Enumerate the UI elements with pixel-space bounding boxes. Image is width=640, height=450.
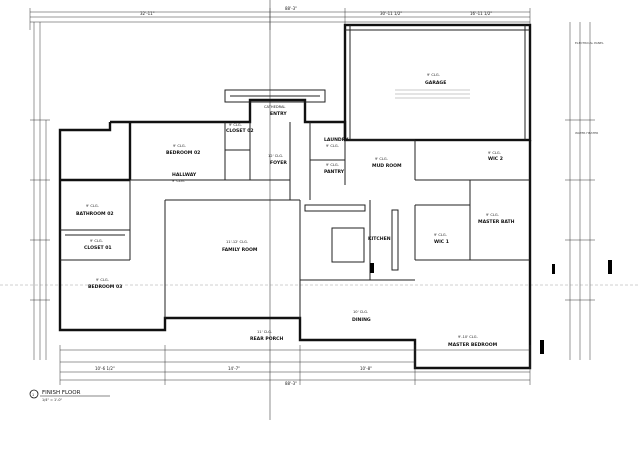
entry-ceiling: CATHEDRAL [264,105,285,109]
side-dimensions [30,22,595,360]
top-overall-dim: 88'-3" [285,6,297,11]
bottom-overall-dim: 88'-3" [285,381,297,386]
rear-porch-ceiling: 11' CLG. [257,330,272,334]
wic1-label: WIC 1 [434,239,449,245]
closet01-label: CLOSET 01 [84,245,112,251]
bedroom02-label: BEDROOM 02 [166,150,200,156]
view-number: 1 [32,393,34,397]
water-heater-note: WATER HEATER [575,131,598,135]
laundry-ceiling: 9' CLG. [326,144,339,148]
closet02-ceiling: 9' CLG. [229,123,242,127]
wic2-label: WIC 2 [488,156,503,162]
closet01-ceiling: 9' CLG. [90,239,103,243]
laundry-label: LAUNDRY [324,137,349,143]
bottom-dimensions: 10'-6 1/2" 14'-7" 10'-8" 88'-3" [59,345,531,386]
bottom-left-dim: 10'-6 1/2" [95,366,115,371]
master-bath-label: MASTER BATH [478,219,515,225]
master-bedroom-ceiling: 9'-10' CLG. [458,335,478,339]
kitchen-label: KITCHEN [368,236,391,242]
bedroom03-label: BEDROOM 03 [88,284,122,290]
garage-ceiling: 9' CLG. [427,73,440,77]
bathroom02-ceiling: 9' CLG. [86,204,99,208]
entry-portico [224,89,326,103]
foyer-label: FOYER [270,160,287,166]
mudroom-ceiling: 9' CLG. [375,157,388,161]
drawing-title-block: 1 FINISH FLOOR 1/4" = 1'-0" [29,389,110,402]
drawing-scale: 1/4" = 1'-0" [42,398,62,402]
bottom-right-dim: 10'-8" [360,366,372,371]
entry-label: ENTRY [270,111,287,117]
family-label: FAMILY ROOM [222,247,258,253]
mudroom-label: MUD ROOM [372,163,402,169]
pantry-ceiling: 9' CLG. [326,163,339,167]
pantry-label: PANTRY [324,169,345,175]
drawing-title: FINISH FLOOR [42,390,81,396]
hallway-ceiling: 9' CLG. [172,179,185,183]
master-bedroom-label: MASTER BEDROOM [448,342,498,348]
garage: 9' CLG. GARAGE [343,23,532,142]
top-left-dim: 32'-11" [140,11,155,16]
top-right2-dim: 16'-11 1/2" [470,11,492,16]
rear-porch-label: REAR PORCH [250,336,284,342]
kitchen-fixtures [304,204,399,271]
closet02-label: CLOSET 02 [226,128,254,134]
master-bath-ceiling: 9' CLG. [486,213,499,217]
interior-walls [60,122,530,318]
bedroom02-ceiling: 9' CLG. [173,144,186,148]
dining-label: DINING [352,317,371,323]
top-dimensions: 88'-3" 32'-11" 30'-11 1/2" 16'-11 1/2" [29,6,531,30]
wic1-ceiling: 9' CLG. [434,233,447,237]
bathroom02-label: BATHROOM 02 [76,211,114,217]
hallway-label: HALLWAY [172,172,197,178]
electrical-panel-note: ELECTRICAL PANEL [575,41,604,45]
family-ceiling: 11'-12' CLG. [226,240,248,244]
room-labels: CATHEDRAL ENTRY 9' CLG. BEDROOM 02 9' CL… [76,105,515,348]
foyer-ceiling: 12' CLG. [268,154,283,158]
garage-label: GARAGE [425,80,446,86]
bottom-mid-dim: 14'-7" [228,366,240,371]
dining-ceiling: 10' CLG. [353,310,368,314]
wic2-ceiling: 9' CLG. [488,151,501,155]
bedroom03-ceiling: 9' CLG. [96,278,109,282]
top-right-dim: 30'-11 1/2" [380,11,402,16]
